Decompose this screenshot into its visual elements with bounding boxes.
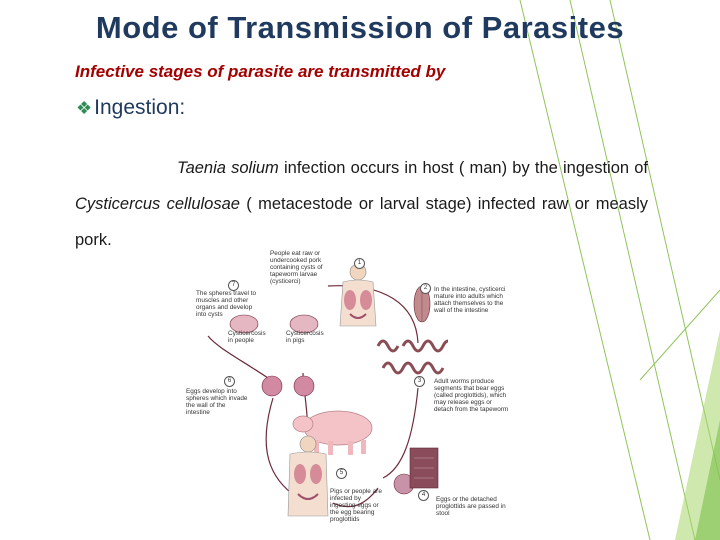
step-4-text: Eggs or the detached proglottids are pas… bbox=[436, 496, 506, 517]
step-6-text: Eggs develop into spheres which invade t… bbox=[186, 388, 248, 416]
diamond-bullet-icon: ❖ bbox=[76, 98, 93, 118]
step-1-text: People eat raw or undercooked pork conta… bbox=[270, 250, 323, 285]
pig-icon bbox=[292, 410, 373, 455]
paragraph-text-2: ( metacestode or larval stage) infected … bbox=[75, 195, 649, 249]
infected-person-icon bbox=[287, 435, 329, 517]
cysticercosis-pigs-label: Cysticercosis in pigs bbox=[286, 330, 324, 344]
step-number-6: 6 bbox=[224, 376, 235, 387]
bullet-ingestion: ❖Ingestion: bbox=[76, 96, 185, 120]
step-5-text: Pigs or people are infected by ingesting… bbox=[330, 488, 382, 523]
lifecycle-illustration bbox=[207, 263, 455, 517]
step-3-text: Adult worms produce segments that bear e… bbox=[434, 378, 509, 413]
lifecycle-diagram: People eat raw or undercooked pork conta… bbox=[178, 248, 455, 540]
step-number-4: 4 bbox=[418, 490, 429, 501]
adult-tapeworm-icon bbox=[376, 339, 455, 375]
cysticercus-name: Cysticercus cellulosae bbox=[75, 195, 240, 213]
step-7-text: The spheres travel to muscles and other … bbox=[196, 290, 257, 318]
decorative-green-lines bbox=[519, 0, 720, 540]
paragraph-text-1: infection occurs in host ( man) by the i… bbox=[278, 159, 649, 177]
step-2-text: In the intestine, cysticerci mature into… bbox=[434, 286, 506, 314]
slide-title: Mode of Transmission of Parasites bbox=[95, 10, 625, 45]
cyst-icons bbox=[229, 314, 415, 495]
step-number-1: 1 bbox=[354, 258, 365, 269]
step-number-7: 7 bbox=[228, 280, 239, 291]
slide-subtitle: Infective stages of parasite are transmi… bbox=[75, 62, 446, 81]
step-number-2: 2 bbox=[420, 283, 431, 294]
body-paragraph: Taenia solium infection occurs in host (… bbox=[75, 150, 648, 258]
taenia-name: Taenia solium bbox=[177, 159, 279, 177]
step-number-3: 3 bbox=[414, 376, 425, 387]
cysticercosis-people-label: Cysticercosis in people bbox=[228, 330, 266, 344]
bullet-label: Ingestion: bbox=[94, 96, 186, 119]
person-eating-icon bbox=[339, 263, 377, 327]
step-number-5: 5 bbox=[336, 468, 347, 479]
proglottid-icon bbox=[409, 447, 439, 489]
